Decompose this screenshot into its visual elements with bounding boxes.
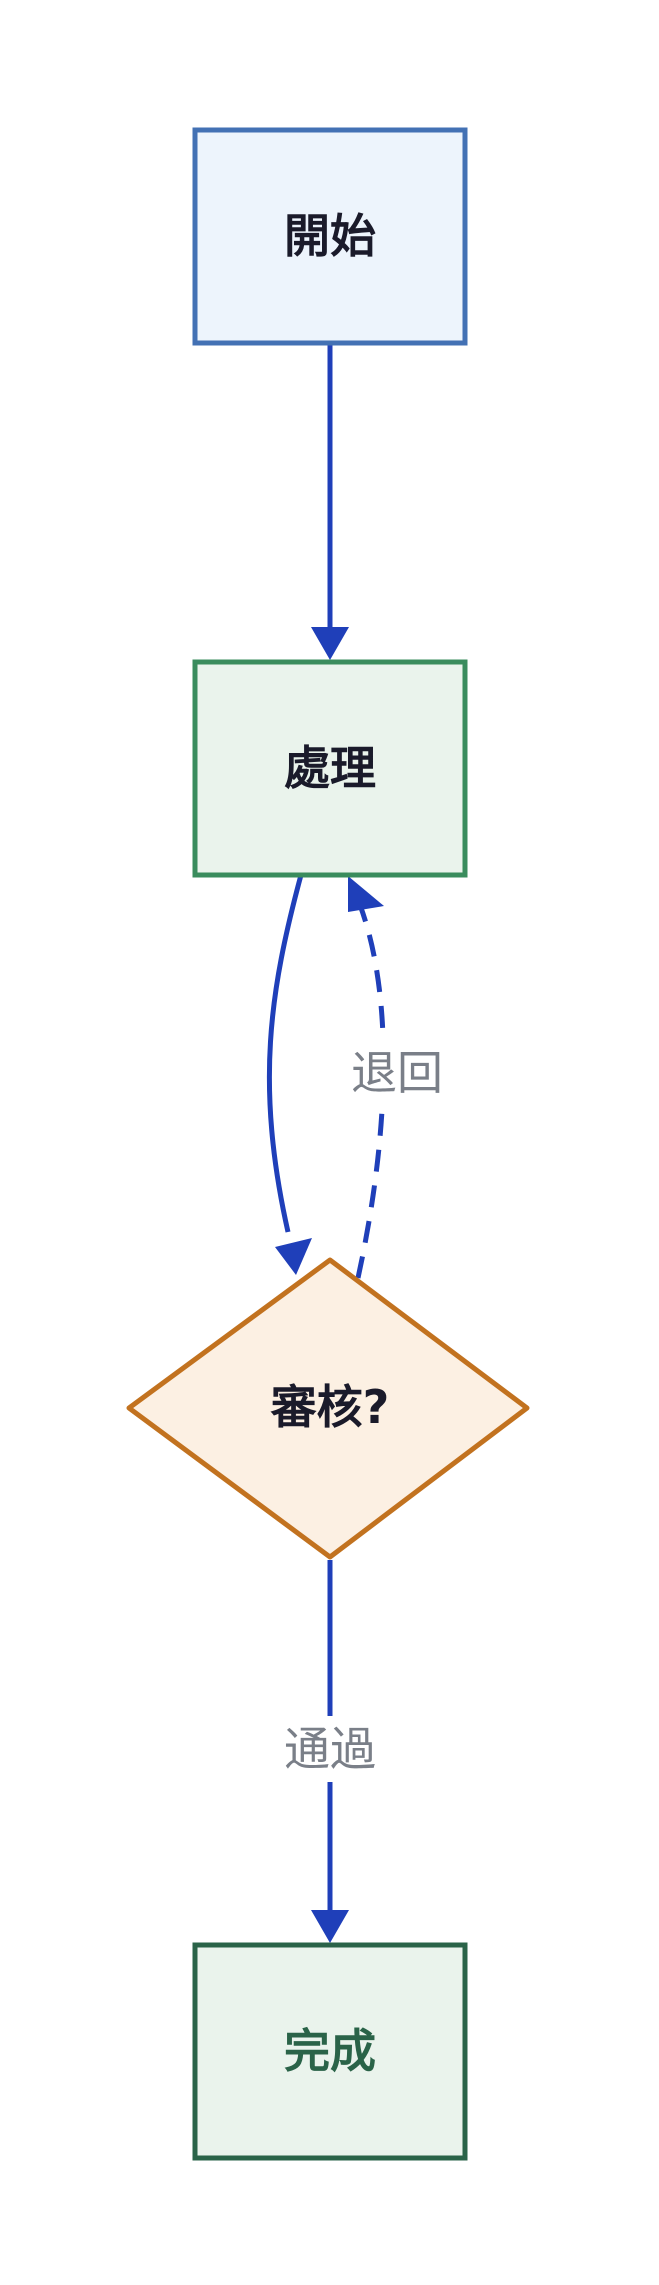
edge-review-to-done-arrowhead (311, 1910, 349, 1943)
node-start-box (192, 127, 468, 346)
node-done-box (192, 1942, 468, 2161)
node-done-label: 完成 (284, 2024, 376, 2078)
node-start: 開始 (192, 127, 468, 346)
edge-review-to-process-line (355, 904, 386, 1279)
edge-review-to-process-label-bg (343, 1040, 451, 1106)
edge-process-to-review-line (266, 874, 304, 1233)
edge-review-to-done-label-bg (276, 1716, 384, 1782)
edge-review-to-process: 退回 (343, 876, 451, 1279)
node-process: 處理 (192, 659, 468, 878)
node-process-box (192, 659, 468, 878)
edge-review-to-process-label: 退回 (351, 1046, 443, 1100)
edge-start-to-process-arrowhead (311, 627, 349, 660)
edge-review-to-done-label: 通過 (284, 1722, 376, 1776)
edge-review-to-process-arrowhead (348, 876, 384, 912)
edge-process-to-review-arrowhead (275, 1238, 312, 1275)
edge-review-to-done: 通過 (276, 1560, 384, 1943)
node-process-label: 處理 (284, 741, 376, 795)
node-review-decision: 審核? (126, 1257, 530, 1560)
node-review-label: 審核? (270, 1380, 390, 1434)
edge-start-to-process (311, 345, 349, 660)
node-start-label: 開始 (284, 209, 376, 263)
node-done: 完成 (192, 1942, 468, 2161)
node-review-diamond (126, 1257, 530, 1560)
edge-process-to-review (266, 874, 312, 1275)
